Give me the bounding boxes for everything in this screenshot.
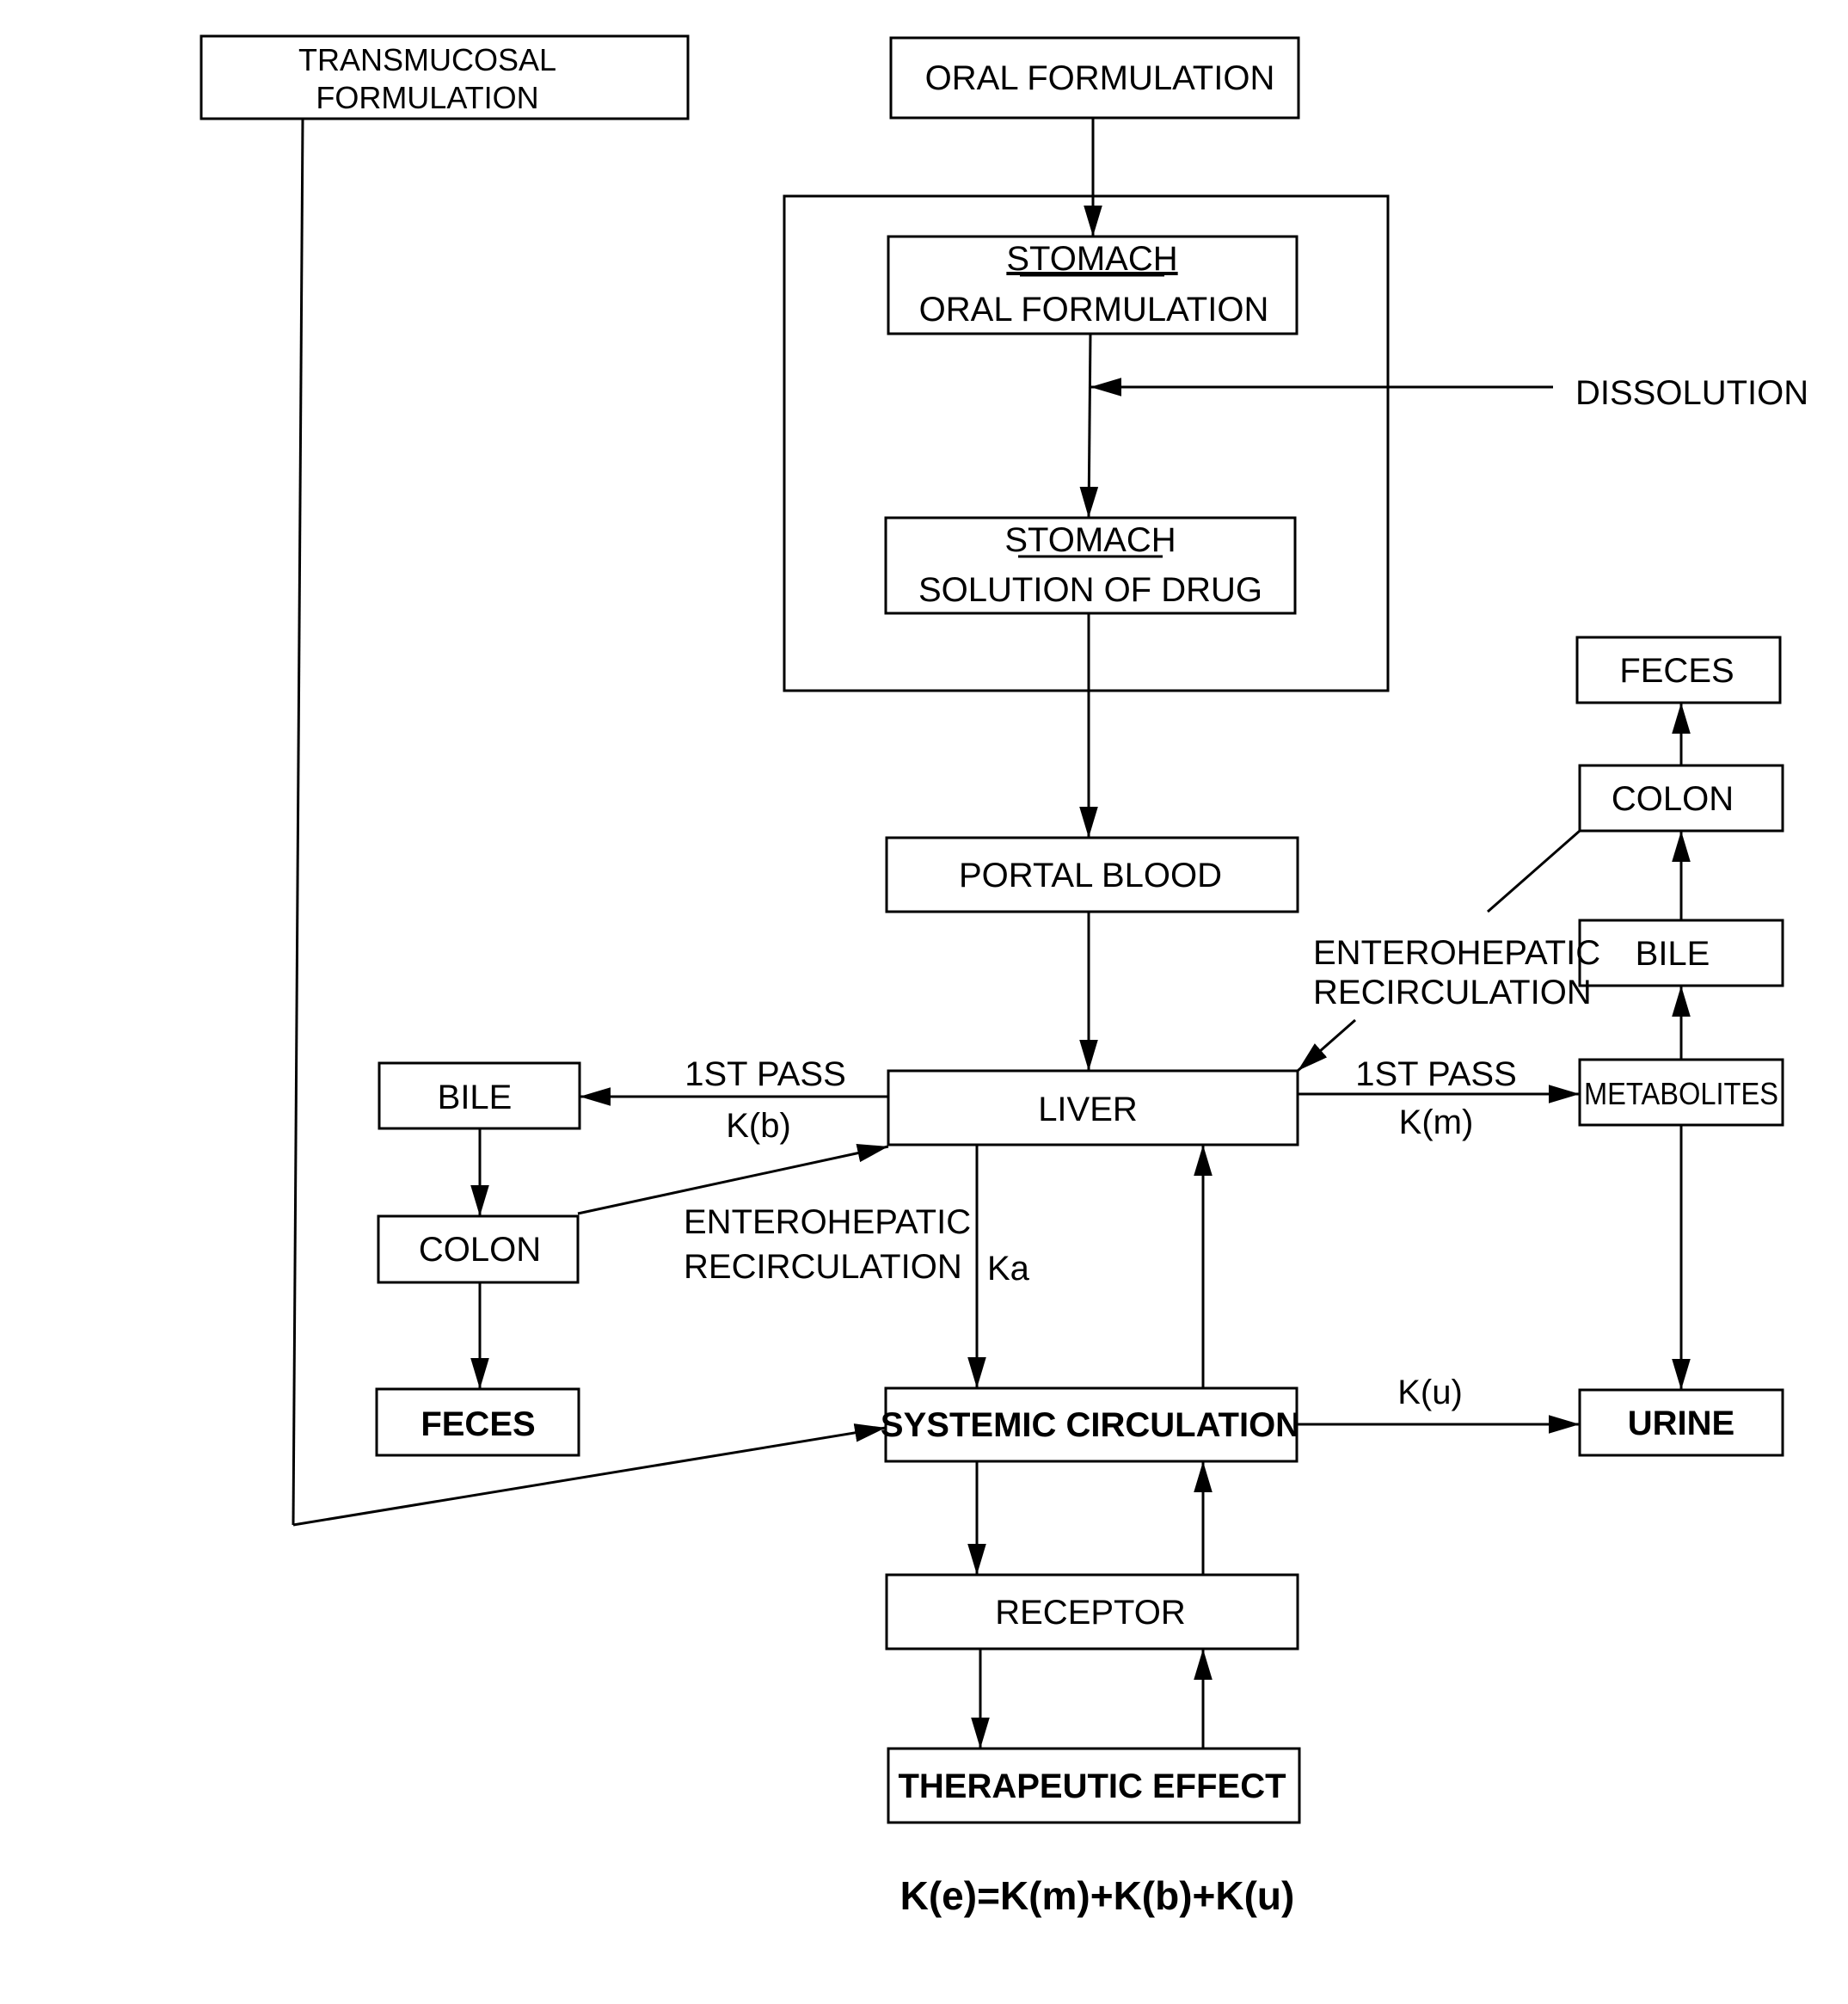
receptor-box: RECEPTOR — [887, 1575, 1298, 1649]
ka-label: Ka — [987, 1250, 1030, 1288]
transmucosal-formulation-box: TRANSMUCOSAL FORMULATION — [201, 36, 688, 119]
feces-left-label: FECES — [421, 1405, 535, 1443]
portal-blood-label: PORTAL BLOOD — [959, 857, 1222, 894]
systemic-circulation-box: SYSTEMIC CIRCULATION — [881, 1388, 1300, 1461]
stomach-heading-1: STOMACH — [1006, 240, 1177, 278]
systemic-circulation-label: SYSTEMIC CIRCULATION — [881, 1406, 1300, 1444]
transmucosal-line — [293, 119, 303, 1525]
first-pass-left-label: 1ST PASS — [685, 1055, 846, 1093]
feces-right-label: FECES — [1619, 652, 1734, 690]
liver-box: LIVER — [888, 1071, 1298, 1145]
colon-right-box: COLON — [1580, 765, 1783, 831]
colon-left-label: COLON — [419, 1231, 541, 1269]
urine-box: URINE — [1580, 1390, 1783, 1455]
elimination-formula: K(e)=K(m)+K(b)+K(u) — [900, 1873, 1295, 1918]
km-label: K(m) — [1399, 1103, 1474, 1141]
stomach-oral-box: STOMACH ORAL FORMULATION — [888, 237, 1297, 334]
transmucosal-line-2: FORMULATION — [316, 80, 538, 115]
enterohepatic-left-line-2: RECIRCULATION — [684, 1248, 962, 1286]
colon-left-box: COLON — [378, 1216, 578, 1282]
receptor-label: RECEPTOR — [995, 1594, 1186, 1632]
oral-formulation-label: ORAL FORMULATION — [925, 59, 1275, 97]
first-pass-right-label: 1ST PASS — [1355, 1055, 1517, 1093]
stomach-oral-formulation-label: ORAL FORMULATION — [919, 291, 1269, 329]
stomach-solution-box: STOMACH SOLUTION OF DRUG — [886, 518, 1295, 613]
colon-right-label: COLON — [1612, 780, 1734, 818]
portal-blood-box: PORTAL BLOOD — [887, 838, 1298, 912]
oral-formulation-box: ORAL FORMULATION — [891, 38, 1299, 118]
therapeutic-effect-box: THERAPEUTIC EFFECT — [888, 1749, 1299, 1823]
bile-right-label: BILE — [1636, 935, 1710, 973]
therapeutic-effect-label: THERAPEUTIC EFFECT — [898, 1767, 1286, 1805]
stomach-heading-2: STOMACH — [1004, 521, 1176, 559]
enterohepatic-right-line-1: ENTEROHEPATIC — [1313, 934, 1600, 972]
arrow-stomach-to-solution — [1089, 334, 1090, 518]
transmucosal-line-1: TRANSMUCOSAL — [298, 42, 556, 77]
feces-left-box: FECES — [377, 1389, 579, 1455]
urine-label: URINE — [1628, 1405, 1734, 1442]
metabolites-box: METABOLITES — [1580, 1060, 1783, 1125]
dissolution-label: DISSOLUTION — [1575, 374, 1808, 412]
feces-right-box: FECES — [1577, 637, 1780, 703]
kb-label: K(b) — [726, 1107, 791, 1145]
solution-of-drug-label: SOLUTION OF DRUG — [918, 571, 1262, 609]
metabolites-label: METABOLITES — [1584, 1076, 1778, 1111]
arrow-recirculation-to-liver — [1298, 1020, 1355, 1071]
enterohepatic-right-line-2: RECIRCULATION — [1313, 974, 1592, 1011]
bile-left-label: BILE — [438, 1079, 513, 1116]
bile-right-box: BILE — [1580, 920, 1783, 986]
liver-label: LIVER — [1038, 1091, 1138, 1128]
ku-label: K(u) — [1397, 1374, 1463, 1411]
enterohepatic-left-line-1: ENTEROHEPATIC — [684, 1203, 971, 1241]
colon-right-recirculation-line — [1488, 831, 1580, 912]
bile-left-box: BILE — [379, 1063, 580, 1128]
